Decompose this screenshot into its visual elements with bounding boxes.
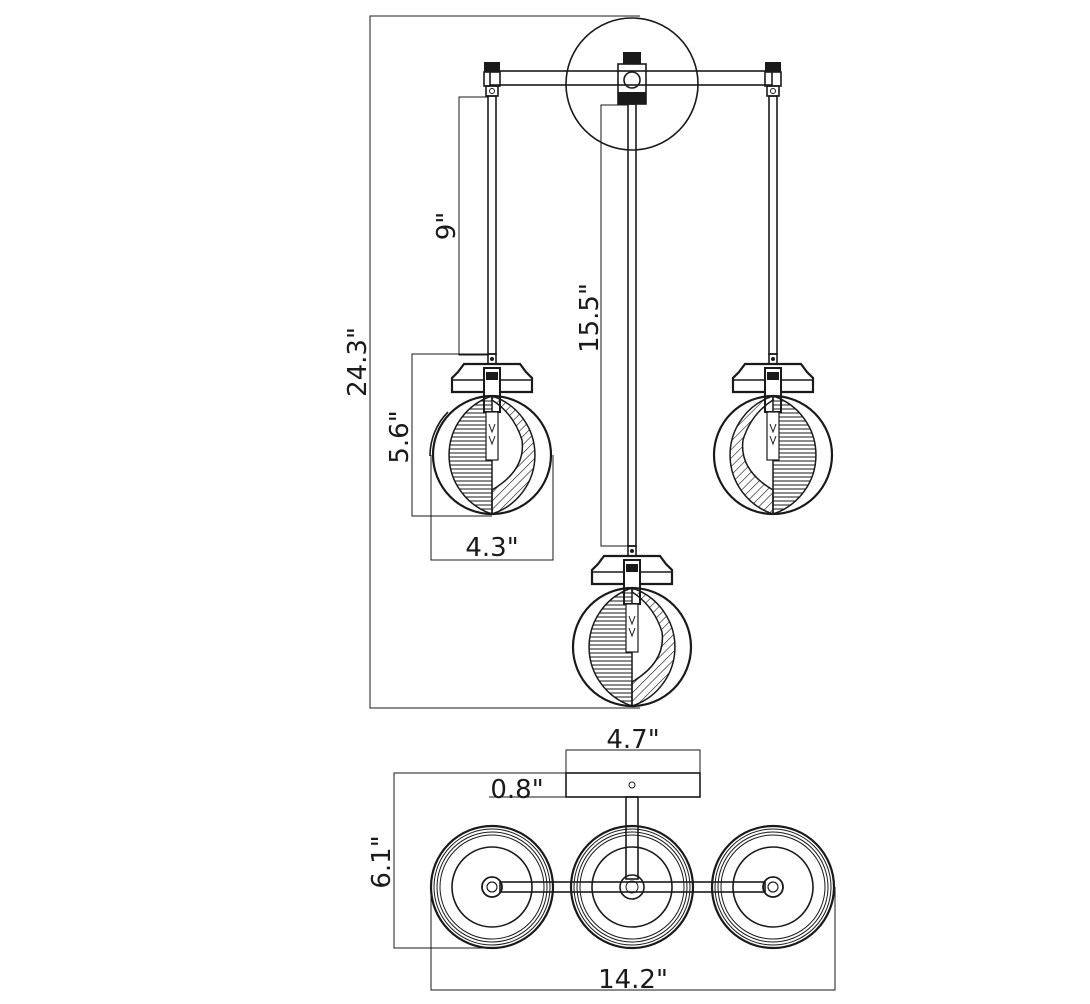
overall-width-label: 14.2" (598, 965, 668, 995)
arm-connector-left (483, 62, 501, 97)
globe-plan-left (429, 824, 555, 950)
center-hub (617, 52, 647, 105)
arm-drop-label: 9" (432, 212, 462, 241)
pendant-left (429, 353, 553, 516)
canopy-disc (565, 17, 699, 151)
arm-drop-dimension: 9" (432, 96, 488, 356)
arm-connector-right (764, 62, 782, 97)
globe-plan-right (710, 824, 836, 950)
overall-width-dimension: 14.2" (430, 887, 836, 995)
overall-depth-dimension: 6.1" (367, 772, 566, 949)
bulb-left (485, 411, 499, 461)
front-elevation-view: 24.3" (343, 15, 834, 709)
pendant-right (712, 353, 834, 516)
bulb-center (625, 603, 639, 653)
canopy-width-dimension: 4.7" (565, 725, 701, 773)
center-drop-label: 15.5" (575, 283, 605, 353)
overall-height-dimension: 24.3" (343, 15, 640, 709)
downrod-center (627, 103, 637, 547)
plan-stem (625, 796, 639, 880)
overall-height-label: 24.3" (343, 327, 373, 397)
globe-plan-center (569, 824, 695, 950)
globe-diameter-dimension: 4.3" (430, 455, 554, 563)
overall-depth-label: 6.1" (367, 835, 397, 888)
plan-arm-bar (499, 881, 766, 893)
top-plan-view: 4.7" 0.8" 6.1" (367, 725, 836, 995)
downrod-right (768, 95, 778, 355)
globe-diameter-label: 4.3" (465, 533, 518, 563)
canopy-width-label: 4.7" (606, 725, 659, 755)
canopy-depth-label: 0.8" (490, 775, 543, 805)
globe-height-label: 5.6" (385, 410, 415, 463)
canopy-depth-dimension: 0.8" (489, 775, 566, 805)
arm-bar (489, 70, 773, 86)
pendant-center (571, 545, 693, 708)
bulb-right (766, 411, 780, 461)
downrod-left (487, 95, 497, 355)
canopy-plate (565, 772, 701, 798)
center-drop-dimension: 15.5" (575, 104, 628, 547)
globe-height-dimension: 5.6" (385, 353, 492, 517)
